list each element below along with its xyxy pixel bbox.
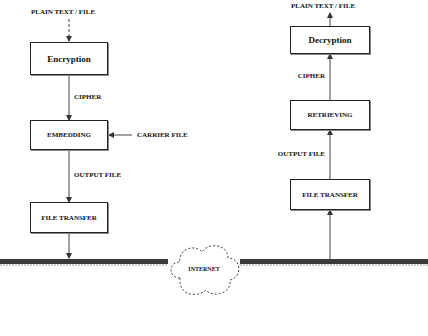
cloud-label: INTERNET — [188, 266, 219, 272]
transfer-arrow — [69, 233, 70, 258]
cloud-shape — [171, 246, 239, 295]
output-arrow — [330, 13, 331, 26]
flow-arrow — [69, 75, 70, 120]
flow-arrow — [69, 150, 70, 202]
flow-arrow — [330, 130, 331, 179]
network-bar — [0, 259, 168, 264]
edge-label: OUTPUT FILE — [73, 171, 122, 180]
process-box: Decryption — [290, 26, 370, 54]
process-box: EMBEDDING — [30, 120, 108, 150]
flow-arrow — [330, 54, 331, 100]
carrier-label: CARRIER FILE — [136, 131, 189, 140]
network-bar-edge — [0, 265, 168, 266]
box-label: Decryption — [309, 35, 352, 45]
input-arrow — [69, 19, 70, 41]
edge-label: OUTPUT FILE — [277, 150, 326, 159]
process-box: FILE TRANSFER — [290, 179, 370, 210]
box-label: FILE TRANSFER — [302, 191, 358, 199]
process-box: Encryption — [30, 42, 108, 75]
edge-label: CIPHER — [73, 93, 102, 102]
box-label: RETRIEVING — [307, 111, 352, 119]
box-label: Encryption — [47, 54, 91, 64]
process-box: FILE TRANSFER — [30, 202, 108, 233]
internet-cloud: INTERNET — [166, 238, 242, 300]
box-label: EMBEDDING — [47, 131, 91, 139]
carrier-arrow — [109, 135, 132, 136]
output-label: PLAIN TEXT / FILE — [290, 2, 356, 11]
process-box: RETRIEVING — [290, 100, 370, 130]
transfer-arrow — [330, 210, 331, 259]
input-label: PLAIN TEXT / FILE — [30, 8, 96, 17]
edge-label: CIPHER — [297, 72, 326, 81]
network-bar — [240, 259, 428, 264]
box-label: FILE TRANSFER — [41, 214, 97, 222]
network-bar-edge — [240, 265, 428, 266]
